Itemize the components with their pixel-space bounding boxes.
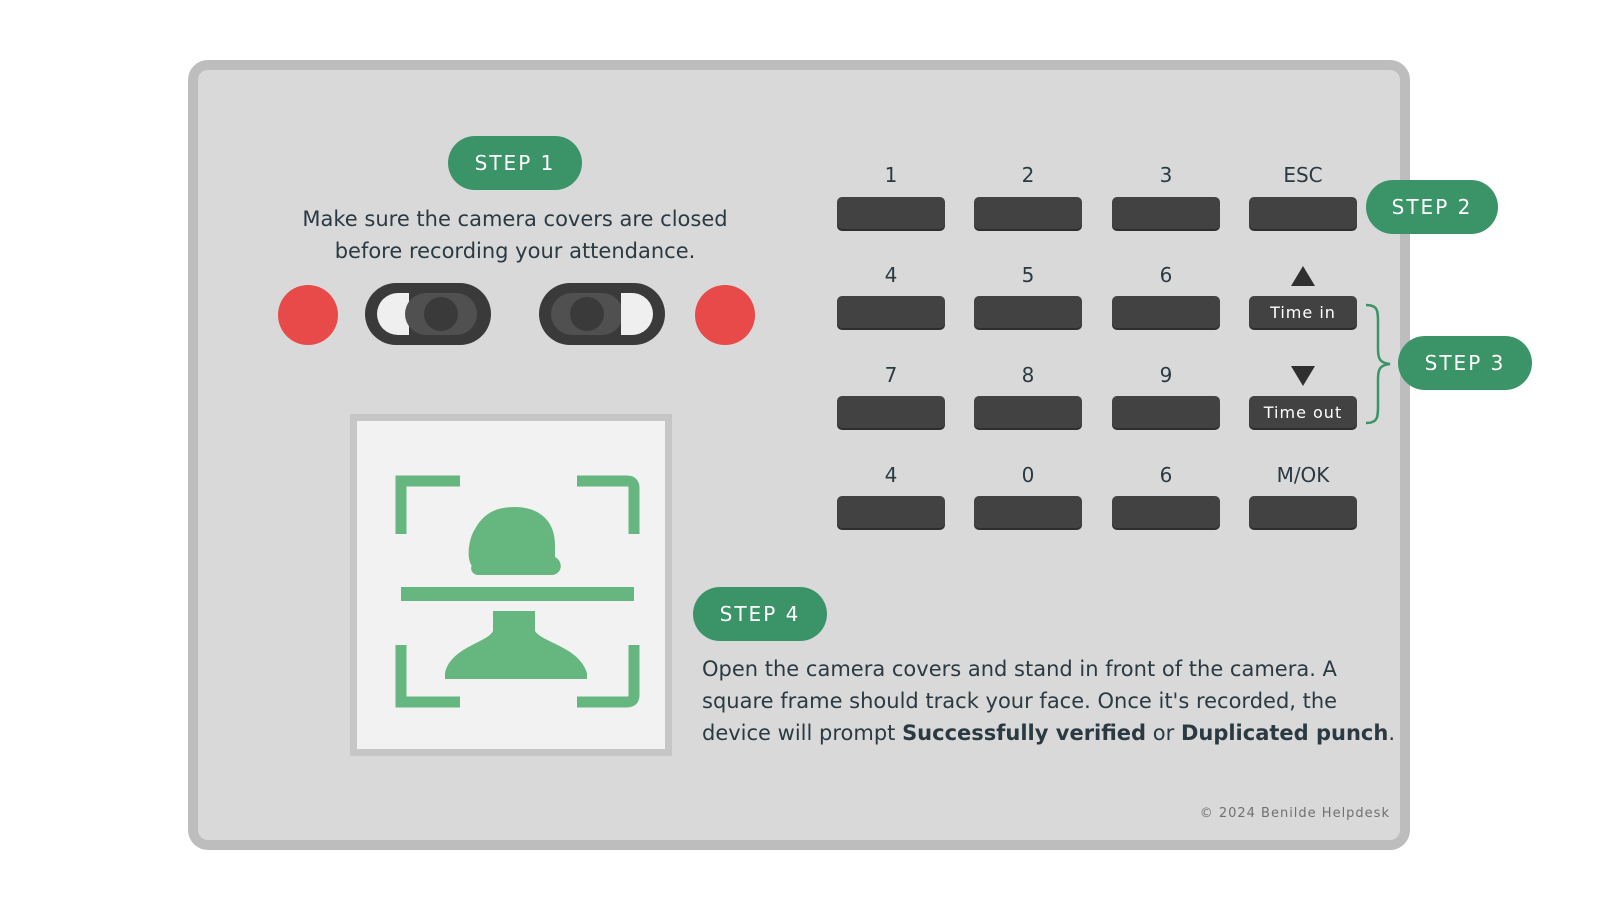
key-label-mok: M/OK [1276,463,1330,487]
step3-badge: STEP 3 [1398,336,1532,390]
step1-line2: before recording your attendance. [334,239,696,263]
step4-text-mid: or [1146,721,1181,745]
camera-cover-right[interactable] [539,283,665,345]
step3-badge-label: STEP 3 [1424,351,1506,375]
time-out-key[interactable]: Time out [1249,396,1357,428]
time-in-label: Time in [1270,302,1336,322]
step2-badge-label: STEP 2 [1391,195,1473,219]
key-label-5: 5 [1021,263,1035,287]
cover-slot [377,293,409,335]
step4-text-before: Open the camera covers and stand in fron… [702,657,1338,745]
key-label-9: 9 [1159,363,1173,387]
camera-cover-left[interactable] [365,283,491,345]
key-label-4-bottom: 4 [884,463,898,487]
key-2[interactable] [974,197,1082,229]
step1-badge: STEP 1 [448,136,582,190]
step1-line1: Make sure the camera covers are closed [302,207,728,231]
key-label-8: 8 [1021,363,1035,387]
lens-iris [570,297,604,331]
cover-slot [621,293,653,335]
key-7[interactable] [837,396,945,428]
camera-lens-icon [551,293,623,335]
key-label-6: 6 [1159,263,1173,287]
key-label-1: 1 [884,163,898,187]
indicator-light-left [278,285,338,345]
key-3[interactable] [1112,197,1220,229]
arrow-up-icon [1291,266,1315,286]
key-5[interactable] [974,296,1082,328]
time-out-label: Time out [1263,402,1343,422]
key-label-2: 2 [1021,163,1035,187]
key-4[interactable] [837,296,945,328]
step1-badge-label: STEP 1 [474,151,556,175]
key-9[interactable] [1112,396,1220,428]
key-6-bottom[interactable] [1112,496,1220,528]
camera-lens-icon [405,293,477,335]
successfully-verified-text: Successfully verified [902,721,1147,745]
key-label-3: 3 [1159,163,1173,187]
lens-iris [424,297,458,331]
key-0[interactable] [974,496,1082,528]
key-esc[interactable] [1249,197,1357,229]
key-label-esc: ESC [1283,163,1323,187]
key-1[interactable] [837,197,945,229]
camera-screen [350,414,672,756]
duplicated-punch-text: Duplicated punch [1180,721,1389,745]
arrow-down-icon [1291,366,1315,386]
face-scan-icon [395,475,640,708]
key-label-0: 0 [1021,463,1035,487]
copyright-text: © 2024 Benilde Helpdesk [1199,806,1390,821]
step4-text-after: . [1388,721,1396,745]
key-8[interactable] [974,396,1082,428]
key-label-4: 4 [884,263,898,287]
key-label-7: 7 [884,363,898,387]
step3-bracket-icon [1365,303,1391,425]
key-mok[interactable] [1249,496,1357,528]
step1-instructions: Make sure the camera covers are closed b… [280,203,750,267]
indicator-light-right [695,285,755,345]
step4-badge: STEP 4 [693,587,827,641]
step4-instructions: Open the camera covers and stand in fron… [702,653,1402,749]
step2-badge: STEP 2 [1366,180,1498,234]
step4-badge-label: STEP 4 [719,602,801,626]
key-label-6-bottom: 6 [1159,463,1173,487]
key-6[interactable] [1112,296,1220,328]
key-4-bottom[interactable] [837,496,945,528]
time-in-key[interactable]: Time in [1249,296,1357,328]
